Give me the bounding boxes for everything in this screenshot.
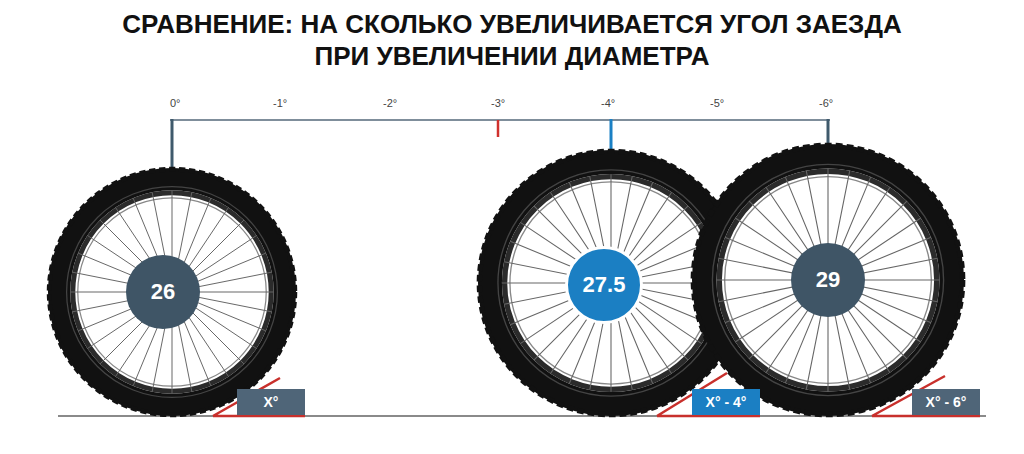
wheel-size-label: 27.5 — [583, 272, 626, 298]
scale-line — [170, 119, 830, 121]
wheel-size-label: 26 — [151, 279, 175, 305]
angle-box: X° — [237, 389, 305, 415]
scale-label: -4° — [601, 96, 615, 110]
scale-tick — [827, 119, 830, 145]
angle-line — [872, 376, 980, 416]
scale-tick — [171, 119, 174, 170]
wheel-size-circle: 26 — [126, 255, 200, 329]
angle-label: X° - 6° — [926, 394, 967, 410]
wheel-size-label: 29 — [816, 267, 840, 293]
scale-label: -1° — [273, 96, 287, 110]
angle-line — [657, 373, 760, 416]
circle-fill — [791, 243, 865, 317]
angle-label: X° - 4° — [706, 394, 747, 410]
angle-line — [213, 378, 305, 416]
circle-fill — [567, 248, 642, 323]
wheel-26 — [49, 169, 295, 415]
angle-box: X° - 6° — [912, 389, 980, 415]
circle-fill — [126, 255, 200, 329]
wheel-29 — [693, 145, 962, 414]
scale-label: 0° — [170, 96, 181, 110]
wheel-size-circle: 27.5 — [565, 246, 643, 324]
ground-line — [58, 415, 986, 417]
scale-label: -2° — [383, 96, 397, 110]
angle-box: X° - 4° — [692, 389, 760, 415]
scale-label: -6° — [819, 96, 833, 110]
scale-label: -5° — [710, 96, 724, 110]
scale-label: -3° — [491, 96, 505, 110]
scale-tick — [610, 119, 613, 152]
scale-tick — [497, 120, 500, 137]
angle-label: X° — [264, 394, 279, 410]
title: СРАВНЕНИЕ: НА СКОЛЬКО УВЕЛИЧИВАЕТСЯ УГОЛ… — [118, 8, 906, 72]
wheel-size-circle: 29 — [791, 243, 865, 317]
